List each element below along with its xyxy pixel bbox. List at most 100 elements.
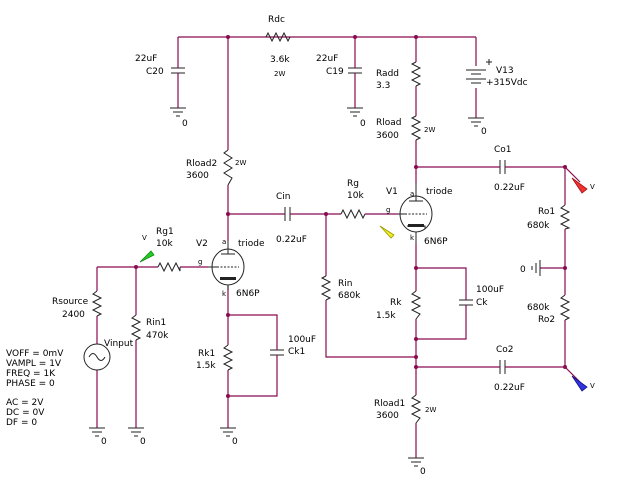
triode-v2: a g k [198,238,245,298]
source-param: VAMPL = 1V [6,359,62,369]
capacitor-c19 [348,67,362,74]
rload-name: Rload [376,118,402,128]
ground-icon [468,117,484,127]
v2-name: V2 [196,239,208,249]
rk-value: 1.5k [376,311,396,321]
ck-value: 100uF [476,285,504,295]
capacitor-ck1 [270,349,284,356]
ro2-name: Ro2 [538,315,555,325]
capacitor-cin [284,207,291,221]
v13-name: V13 [496,66,514,76]
ground-label: 0 [101,437,107,447]
resistor-rload2 [223,149,233,186]
ro1-value: 680k [527,221,550,231]
source-param: FREQ = 1K [6,369,56,379]
source-param: DC = 0V [6,408,45,418]
capacitors [171,60,510,374]
v1-name: V1 [386,187,398,197]
capacitor-ck [459,299,473,306]
ground-label: 0 [520,265,526,275]
ground-label: 0 [420,467,426,477]
vinput-name: Vinput [104,339,134,349]
radd-name: Radd [376,69,399,79]
wires [96,36,581,458]
ground-label: 0 [481,127,487,137]
source-param: VOFF = 0mV [6,349,64,359]
ground-symbols: 0 0 0 0 0 0 0 0 [89,107,541,477]
battery-icon [466,59,492,84]
source-param: DF = 0 [6,418,37,428]
capacitor-co2 [499,360,506,374]
ck-name: Ck [476,298,488,308]
ground-icon [89,427,105,437]
rload-value: 3600 [376,131,399,141]
probe-grid-v1-icon[interactable] [379,225,395,239]
junctions [134,35,567,398]
probe-output1-icon[interactable]: V [571,177,595,194]
rg-value: 10k [347,191,364,201]
ground-icon [220,427,236,437]
resistor-rk [410,290,422,320]
rg1-value: 10k [156,239,173,249]
c20-value: 22uF [135,54,157,64]
ground-icon [170,107,186,117]
radd-value: 3.3 [376,81,390,91]
v1-model: 6N6P [424,237,448,247]
rk1-name: Rk1 [198,349,215,359]
ck1-name: Ck1 [288,347,305,357]
resistor-rload [410,115,422,141]
resistor-rin1 [130,314,142,341]
rload-power: 2W [424,126,435,134]
resistor-rg [340,208,366,220]
rk-name: Rk [390,298,402,308]
probe-output2-icon[interactable]: V [571,375,595,392]
pin-label-grid: g [386,206,390,214]
rdc-value: 3.6k [270,55,290,65]
v13-value: +315Vdc [486,78,528,88]
rsource-name: Rsource [52,297,89,307]
resistor-rsource [91,290,103,317]
ground-icon [408,457,424,467]
v1-type: triode [426,187,453,197]
capacitor-co1 [499,160,506,174]
v2-type: triode [238,239,265,249]
co2-value: 0.22uF [494,383,525,393]
resistor-ro2 [559,294,571,321]
rload2-name: Rload2 [186,159,217,169]
ro2-value: 680k [527,303,550,313]
resistors [91,31,571,424]
resistor-radd [410,61,422,87]
ground-icon [128,427,144,437]
probe-label: V [590,382,595,390]
rdc-power: 2W [274,70,285,78]
rdc-name: Rdc [268,15,285,25]
co1-name: Co1 [494,145,512,155]
source-param: AC = 2V [6,398,44,408]
resistor-rdc [265,31,291,43]
ground-icon [531,260,541,276]
triode-v1: a g k [386,183,433,244]
rin1-value: 470k [146,331,169,341]
rsource-value: 2400 [62,310,85,320]
rin1-name: Rin1 [146,318,166,328]
rload1-power: 2W [425,406,436,414]
source-param: PHASE = 0 [6,379,55,389]
co2-name: Co2 [496,345,514,355]
co1-value: 0.22uF [494,183,525,193]
ground-label: 0 [232,437,238,447]
ac-source-icon [83,343,111,371]
probe-input-icon[interactable]: V [139,234,155,263]
ground-icon [347,107,363,117]
rload2-value: 3600 [186,171,209,181]
rload1-value: 3600 [376,411,399,421]
pin-label-grid: g [198,258,202,266]
pin-label-cathode: k [410,234,415,242]
rload2-power: 2W [235,159,246,167]
rin-name: Rin [338,279,352,289]
c19-value: 22uF [316,54,338,64]
pin-label-anode: a [222,238,226,246]
voltage-probes[interactable]: V V V [139,177,595,392]
component-labels: Rdc 3.6k 2W 22uF C20 22uF C19 Radd 3.3 V… [52,15,555,421]
ground-label: 0 [360,119,366,129]
